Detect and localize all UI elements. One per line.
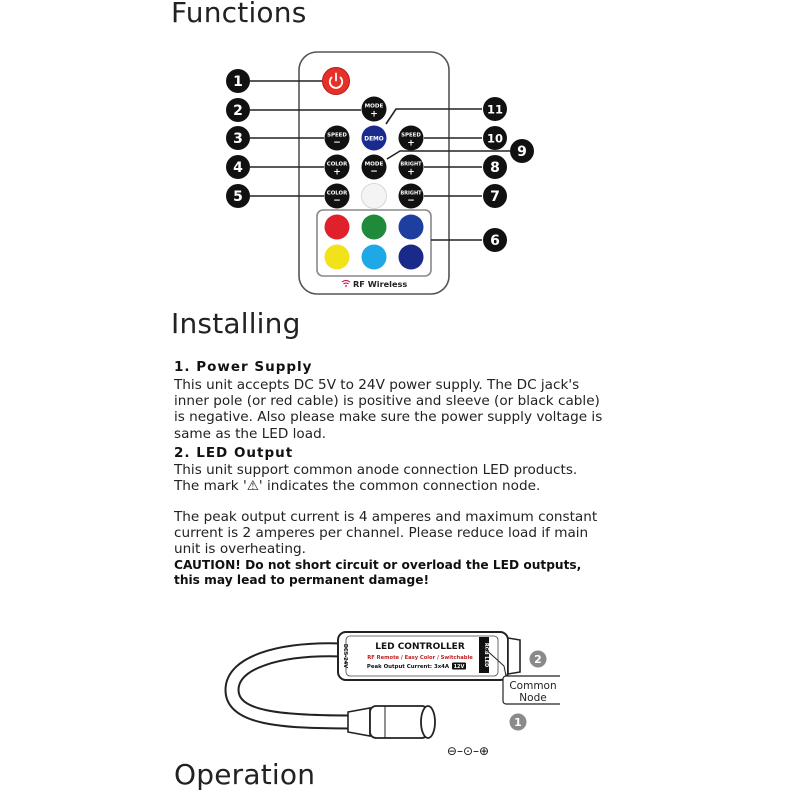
- color-plus-button[interactable]: COLOR +: [324, 154, 350, 180]
- callout-11: 11: [483, 97, 507, 121]
- callout-1: 1: [226, 69, 250, 93]
- svg-text:MODE: MODE: [365, 162, 384, 168]
- svg-text:2: 2: [534, 653, 542, 666]
- navy-button[interactable]: [398, 244, 424, 270]
- svg-text:6: 6: [490, 233, 500, 249]
- dc-jack: [347, 705, 436, 739]
- svg-text:7: 7: [490, 189, 500, 205]
- mode-plus-label: MODE: [365, 104, 384, 110]
- callout-lines: [250, 80, 510, 241]
- svg-text:1: 1: [514, 716, 522, 729]
- callout-10: 10: [483, 126, 507, 150]
- svg-text:DEMO: DEMO: [364, 137, 384, 143]
- cyan-button[interactable]: [361, 244, 387, 270]
- svg-text:9: 9: [517, 144, 527, 160]
- svg-text:2: 2: [233, 103, 243, 119]
- controller-side-right: RGB LED: [483, 643, 489, 667]
- callout-9: 9: [510, 139, 534, 163]
- svg-text:SPEED: SPEED: [401, 133, 421, 139]
- caution-text: CAUTION! Do not short circuit or overloa…: [174, 558, 582, 587]
- controller-badge: 12V: [454, 664, 465, 670]
- mode-minus-button[interactable]: MODE −: [361, 154, 387, 180]
- yellow-button[interactable]: [324, 244, 350, 270]
- svg-text:COLOR: COLOR: [327, 191, 348, 197]
- controller-side-left: DC5-24V: [342, 644, 348, 668]
- controller-subtitle: RF Remote / Easy Color / Switchable: [367, 655, 473, 661]
- callout-4: 4: [226, 155, 250, 179]
- blue-button[interactable]: [398, 214, 424, 240]
- svg-text:+: +: [407, 139, 415, 149]
- callout-controller-2: 2: [529, 650, 547, 668]
- functions-heading: Functions: [171, 0, 307, 29]
- bright-minus-button[interactable]: BRIGHT −: [398, 183, 424, 209]
- svg-text:11: 11: [487, 103, 503, 117]
- svg-text:10: 10: [487, 132, 503, 146]
- remote-footer-label: RF Wireless: [353, 279, 407, 289]
- svg-text:−: −: [370, 167, 378, 177]
- led-output-current-text: The peak output current is 4 amperes and…: [174, 509, 598, 558]
- callout-3: 3: [226, 126, 250, 150]
- installing-heading: Installing: [171, 307, 301, 340]
- mode-plus-button[interactable]: MODE +: [361, 96, 387, 122]
- color-group-frame: [316, 209, 432, 277]
- wifi-icon: [341, 280, 351, 287]
- green-button[interactable]: [361, 214, 387, 240]
- color-minus-button[interactable]: COLOR −: [324, 183, 350, 209]
- svg-text:BRIGHT: BRIGHT: [400, 191, 422, 197]
- common-node-box: [502, 675, 560, 705]
- controller-diagram: LED CONTROLLER RF Remote / Easy Color / …: [224, 631, 560, 758]
- svg-text:+: +: [333, 168, 341, 178]
- callout-5: 5: [226, 184, 250, 208]
- svg-text:5: 5: [233, 189, 243, 205]
- callout-badges: 1 2 3 4 5 6 7 8 9 10 11: [226, 69, 534, 252]
- operation-heading: Operation: [174, 758, 316, 791]
- speed-minus-button[interactable]: SPEED −: [324, 125, 350, 151]
- svg-text:8: 8: [490, 160, 500, 176]
- controller-title: LED CONTROLLER: [375, 642, 465, 652]
- svg-text:4: 4: [233, 160, 243, 176]
- callout-6: 6: [483, 228, 507, 252]
- callout-controller-1: 1: [509, 713, 527, 731]
- callout-7: 7: [483, 184, 507, 208]
- callout-8: 8: [483, 155, 507, 179]
- svg-text:SPEED: SPEED: [327, 133, 347, 139]
- power-supply-title: 1. Power Supply: [174, 359, 313, 375]
- svg-text:+: +: [407, 168, 415, 178]
- common-node-label-2: Node: [519, 692, 546, 704]
- svg-text:BRIGHT: BRIGHT: [400, 162, 422, 168]
- led-output-text: This unit support common anode connectio…: [174, 462, 578, 495]
- svg-text:1: 1: [233, 74, 243, 90]
- polarity-symbol: ⊖–⊙–⊕: [447, 744, 489, 758]
- speed-plus-button[interactable]: SPEED +: [398, 125, 424, 151]
- bright-plus-button[interactable]: BRIGHT +: [398, 154, 424, 180]
- remote-diagram: MODE + SPEED − DEMO SPEED + COLOR + MODE…: [226, 51, 534, 295]
- controller-peak: Peak Output Current: 3x4A: [367, 664, 450, 670]
- callout-2: 2: [226, 98, 250, 122]
- white-button[interactable]: [361, 183, 387, 209]
- svg-text:−: −: [333, 196, 341, 206]
- demo-button[interactable]: DEMO: [361, 125, 387, 151]
- common-node-label-1: Common: [509, 680, 556, 692]
- svg-text:−: −: [407, 196, 415, 206]
- led-output-title: 2. LED Output: [174, 445, 294, 461]
- svg-text:3: 3: [233, 131, 243, 147]
- svg-text:+: +: [370, 110, 378, 120]
- power-icon: [328, 72, 344, 89]
- svg-text:−: −: [333, 138, 341, 148]
- power-supply-text: This unit accepts DC 5V to 24V power sup…: [174, 377, 603, 442]
- red-button[interactable]: [324, 214, 350, 240]
- svg-text:COLOR: COLOR: [327, 162, 348, 168]
